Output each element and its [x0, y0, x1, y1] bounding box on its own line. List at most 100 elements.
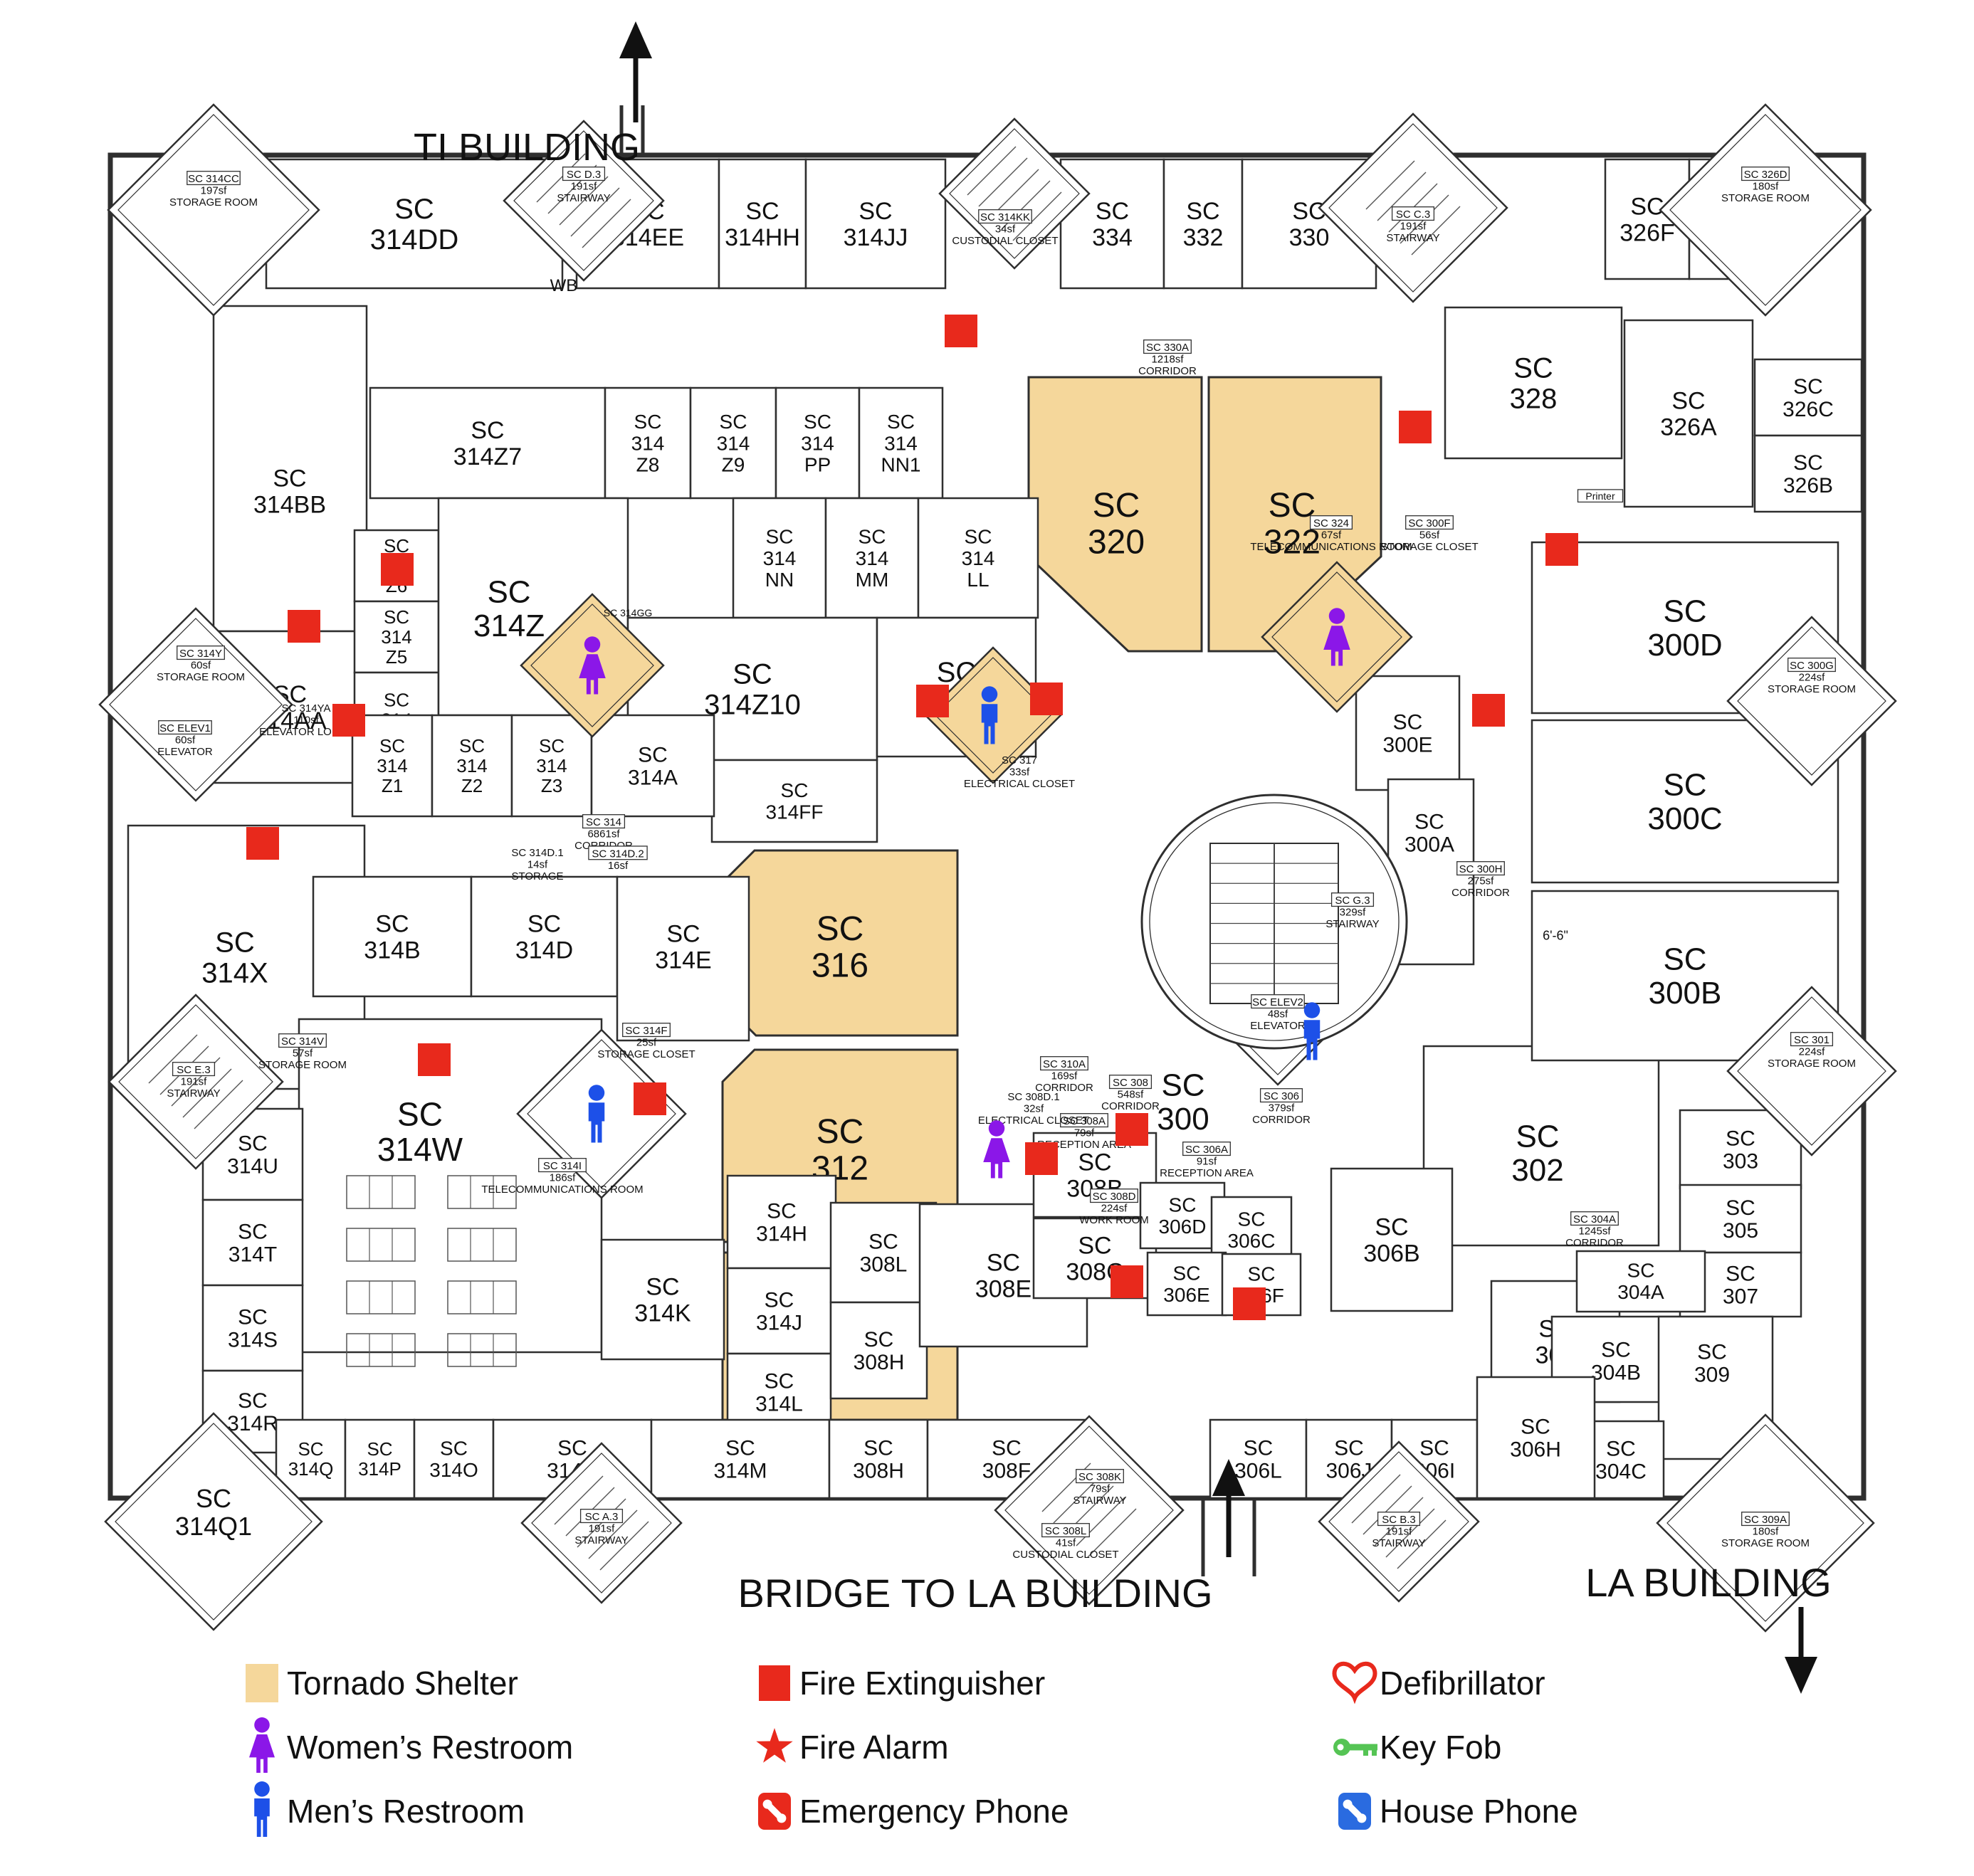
mens-restroom-icon [981, 686, 998, 744]
mens-restroom-icon [1303, 1002, 1321, 1060]
mens-restroom-icon [254, 1781, 270, 1837]
fire-extinguisher-icon [1472, 694, 1505, 727]
diamond-d-326d [1659, 103, 1872, 317]
annotation-wb: WB [550, 276, 578, 295]
emergency-phone-icon [758, 1793, 791, 1830]
svg-text:Printer: Printer [1585, 490, 1615, 502]
legend-item-tornado-shelter: Tornado Shelter [246, 1664, 518, 1702]
diamond-d-d3 [503, 120, 665, 282]
annotation-printer: Printer [1577, 489, 1624, 503]
womens-restroom-icon [579, 636, 606, 695]
legend-item-label: Key Fob [1380, 1729, 1501, 1766]
bridge-to-la-arrow [1212, 1459, 1245, 1557]
fire-alarm-icon [756, 1728, 793, 1763]
legend-item-label: Defibrillator [1380, 1665, 1545, 1702]
ti-building-arrow [619, 21, 652, 122]
fire-extinguisher-icon [1399, 411, 1432, 443]
svg-text:6'-6": 6'-6" [1543, 928, 1568, 942]
fire-extinguisher-icon [246, 827, 279, 860]
diamond-d-301 [1726, 986, 1897, 1156]
legend-item-label: Tornado Shelter [287, 1665, 518, 1702]
womens-restroom-icon [1323, 608, 1350, 666]
svg-text:WB: WB [550, 276, 578, 295]
house-phone-icon [1338, 1793, 1371, 1830]
